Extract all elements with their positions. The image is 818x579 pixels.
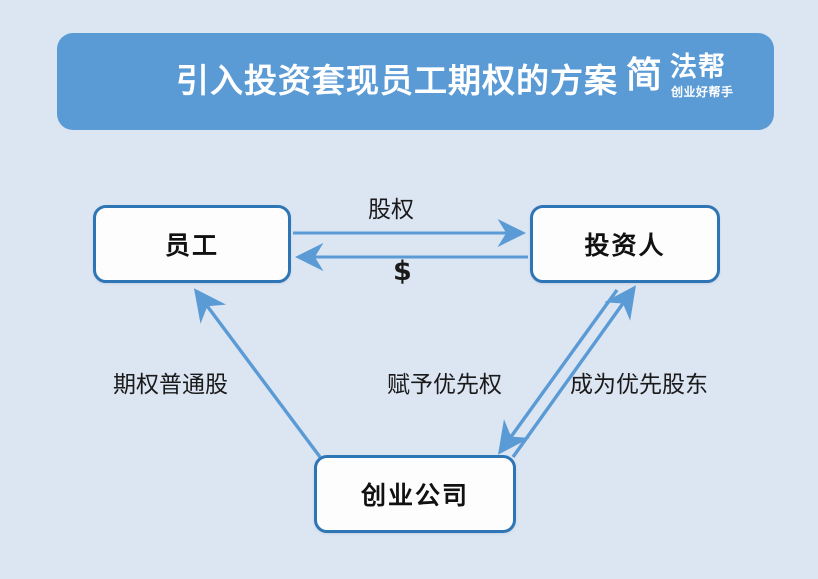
logo-mark-character: 简 <box>626 55 663 96</box>
edge-label-cash: $ <box>393 256 412 287</box>
node-employee[interactable]: 员工 <box>93 205 291 283</box>
node-investor[interactable]: 投资人 <box>530 205 720 283</box>
edge-label-equity: 股权 <box>368 197 414 223</box>
brand-logo: 简 法帮 创业好帮手 <box>626 52 752 112</box>
logo-tagline: 创业好帮手 <box>671 85 734 99</box>
node-startup-company[interactable]: 创业公司 <box>314 455 516 533</box>
arrow-grant-preference <box>498 289 619 455</box>
edge-label-become-preferred-shareholder: 成为优先股东 <box>570 372 708 398</box>
logo-wordmark: 法帮 <box>670 52 726 83</box>
node-employee-label: 员工 <box>164 231 219 260</box>
header-banner: 引入投资套现员工期权的方案 简 法帮 创业好帮手 <box>57 33 774 130</box>
page-title: 引入投资套现员工期权的方案 <box>176 61 618 100</box>
node-investor-label: 投资人 <box>584 231 666 260</box>
node-startup-company-label: 创业公司 <box>360 481 469 510</box>
edge-label-grant-preference: 赋予优先权 <box>387 372 502 398</box>
edge-label-option-common-stock: 期权普通股 <box>113 372 228 398</box>
arrow-option-common-stock <box>193 288 322 459</box>
arrow-become-preferred-shareholder <box>511 285 636 458</box>
